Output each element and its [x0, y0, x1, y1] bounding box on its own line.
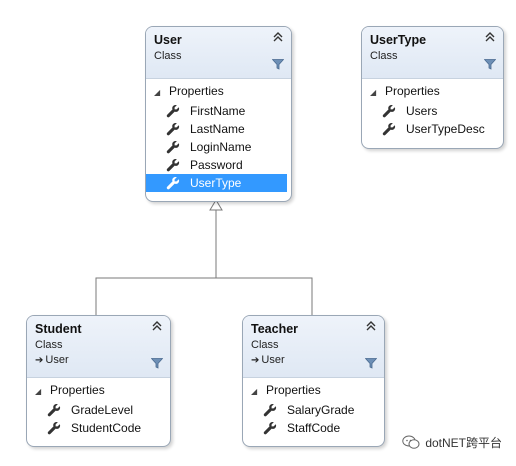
double-chevron-up-icon[interactable] [273, 32, 283, 44]
triangle-expanded-icon[interactable]: ◢ [35, 387, 42, 396]
triangle-expanded-icon[interactable]: ◢ [370, 88, 377, 97]
property-name: UserType [190, 176, 242, 190]
class-box-usertype[interactable]: UserType Class ◢ Properties Users UserTyp… [361, 26, 504, 149]
property-item[interactable]: StaffCode [243, 419, 384, 437]
wrench-icon [47, 403, 61, 417]
class-box-teacher[interactable]: Teacher Class ➔User ◢ Properties SalaryGr… [242, 315, 385, 447]
properties-section[interactable]: ◢ Properties [146, 79, 291, 102]
property-name: FirstName [190, 104, 246, 118]
base-class-ref: ➔User [35, 353, 162, 368]
double-chevron-up-icon[interactable] [152, 321, 162, 333]
base-class-ref: ➔User [251, 353, 376, 368]
chat-bubble-icon [402, 435, 420, 449]
property-item[interactable]: SalaryGrade [243, 401, 384, 419]
double-chevron-up-icon[interactable] [366, 321, 376, 333]
arrow-right-icon: ➔ [251, 355, 260, 366]
filter-icon[interactable] [364, 356, 378, 374]
filter-icon[interactable] [271, 57, 285, 75]
class-name: User [154, 33, 182, 47]
filter-icon[interactable] [150, 356, 164, 374]
class-name: UserType [370, 33, 427, 47]
section-label: Properties [50, 383, 105, 397]
inheritance-arrowhead-icon [209, 199, 223, 211]
property-name: GradeLevel [71, 403, 134, 417]
property-item[interactable]: FirstName [146, 102, 291, 120]
class-header: User Class [146, 27, 291, 79]
connector-student-to-user [95, 277, 216, 316]
property-name: StaffCode [287, 421, 341, 435]
triangle-expanded-icon[interactable]: ◢ [251, 387, 258, 396]
property-name: LoginName [190, 140, 252, 154]
class-kind: Class [251, 339, 279, 351]
double-chevron-up-icon[interactable] [485, 32, 495, 44]
section-label: Properties [266, 383, 321, 397]
wrench-icon [263, 421, 277, 435]
property-item[interactable]: UserTypeDesc [362, 120, 503, 138]
class-kind: Class [370, 50, 398, 62]
wrench-icon [263, 403, 277, 417]
properties-section[interactable]: ◢ Properties [243, 378, 384, 401]
properties-section[interactable]: ◢ Properties [362, 79, 503, 102]
section-label: Properties [385, 84, 440, 98]
property-name: StudentCode [71, 421, 142, 435]
properties-section[interactable]: ◢ Properties [27, 378, 170, 401]
class-kind: Class [154, 50, 182, 62]
class-box-user[interactable]: User Class ◢ Properties FirstName LastNam… [145, 26, 292, 202]
base-class-name: User [45, 354, 69, 366]
property-name: Password [190, 158, 243, 172]
class-kind: Class [35, 339, 63, 351]
class-name: Teacher [251, 322, 299, 336]
property-item[interactable]: LastName [146, 120, 291, 138]
property-item[interactable]: Users [362, 102, 503, 120]
property-item[interactable]: LoginName [146, 138, 291, 156]
property-item[interactable]: StudentCode [27, 419, 170, 437]
triangle-expanded-icon[interactable]: ◢ [154, 88, 161, 97]
class-name: Student [35, 322, 82, 336]
class-box-student[interactable]: Student Class ➔User ◢ Properties GradeLev… [26, 315, 171, 447]
wrench-icon [166, 140, 180, 154]
property-name: LastName [190, 122, 245, 136]
section-label: Properties [169, 84, 224, 98]
property-item[interactable]: GradeLevel [27, 401, 170, 419]
property-name: SalaryGrade [287, 403, 355, 417]
wrench-icon [382, 122, 396, 136]
class-header: Teacher Class ➔User [243, 316, 384, 378]
wrench-icon [166, 158, 180, 172]
class-header: UserType Class [362, 27, 503, 79]
watermark: dotNET跨平台 [402, 434, 502, 451]
connector-teacher-to-user [216, 277, 313, 316]
property-name: Users [406, 104, 438, 118]
arrow-right-icon: ➔ [35, 355, 44, 366]
wrench-icon [166, 176, 180, 190]
wrench-icon [166, 104, 180, 118]
property-item-selected[interactable]: UserType [146, 174, 287, 192]
wrench-icon [382, 104, 396, 118]
watermark-text: dotNET跨平台 [425, 436, 502, 450]
wrench-icon [166, 122, 180, 136]
wrench-icon [47, 421, 61, 435]
class-header: Student Class ➔User [27, 316, 170, 378]
property-name: UserTypeDesc [406, 122, 485, 136]
base-class-name: User [261, 354, 285, 366]
property-item[interactable]: Password [146, 156, 291, 174]
filter-icon[interactable] [483, 57, 497, 75]
